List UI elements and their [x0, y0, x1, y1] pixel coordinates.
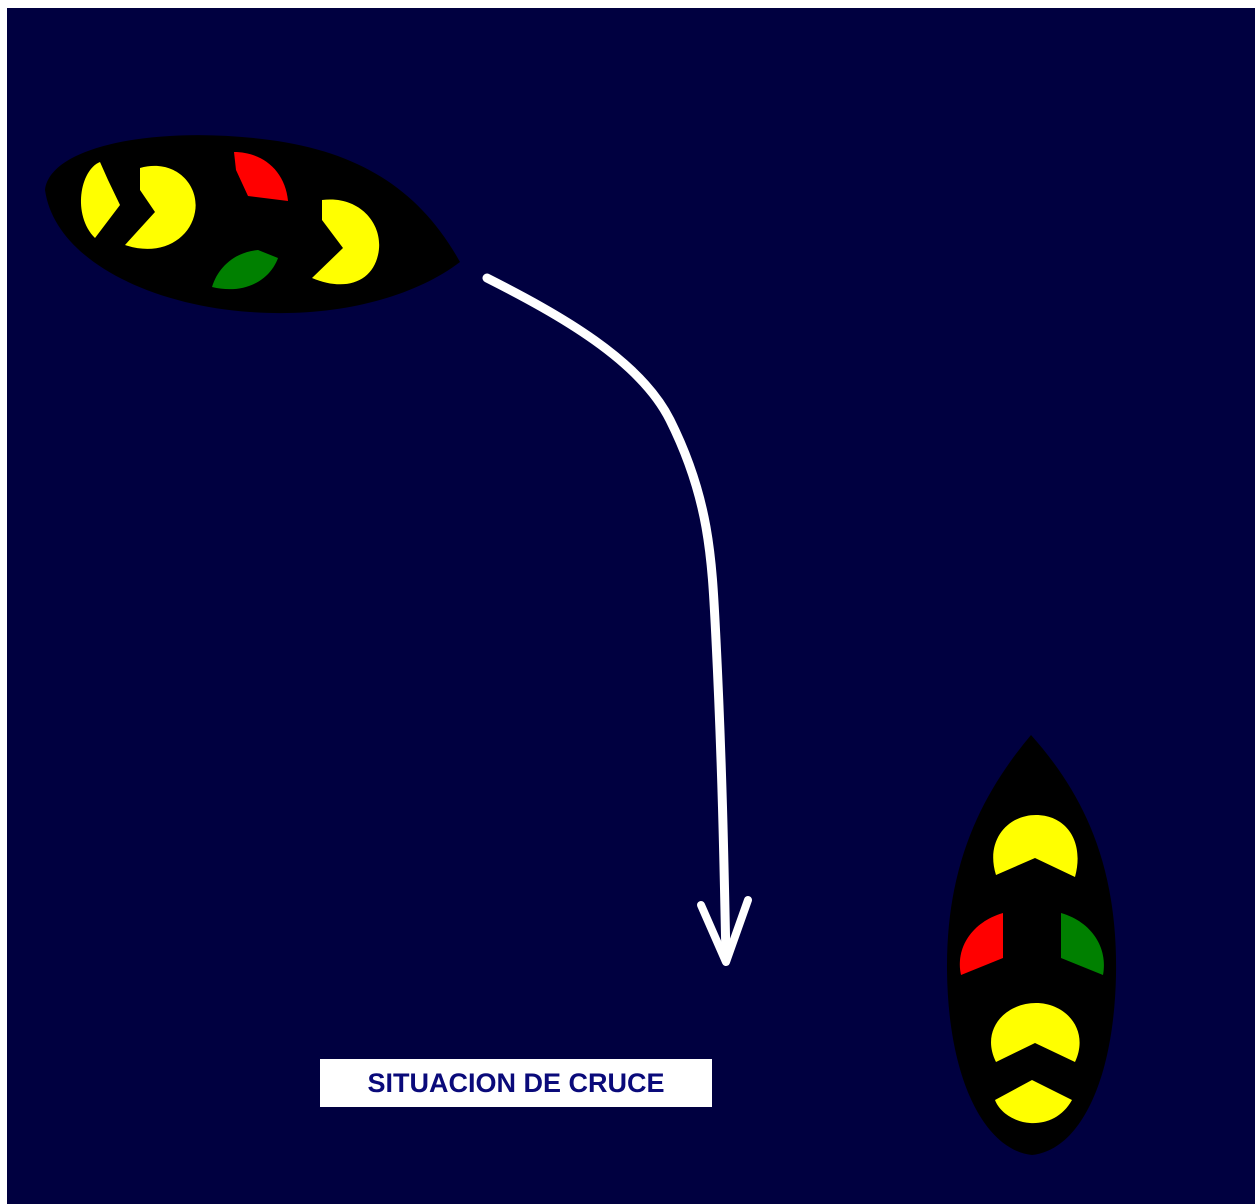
vessel-upper-left	[45, 135, 460, 314]
masthead-light	[81, 162, 120, 238]
vessel-lower-right	[946, 735, 1117, 1155]
course-path	[482, 273, 731, 965]
arrowhead	[697, 896, 752, 966]
diagram-caption: SITUACION DE CRUCE	[367, 1067, 665, 1098]
port-light	[959, 913, 1003, 975]
masthead-light	[125, 165, 196, 249]
masthead-light	[312, 199, 380, 285]
starboard-light	[1061, 913, 1104, 975]
curved-arrow-down-icon	[482, 273, 752, 966]
masthead-light	[991, 1003, 1080, 1062]
masthead-light	[995, 1080, 1072, 1124]
port-light	[234, 152, 288, 201]
caption-box: SITUACION DE CRUCE	[320, 1059, 712, 1107]
starboard-light	[212, 250, 278, 290]
masthead-light	[993, 815, 1078, 877]
